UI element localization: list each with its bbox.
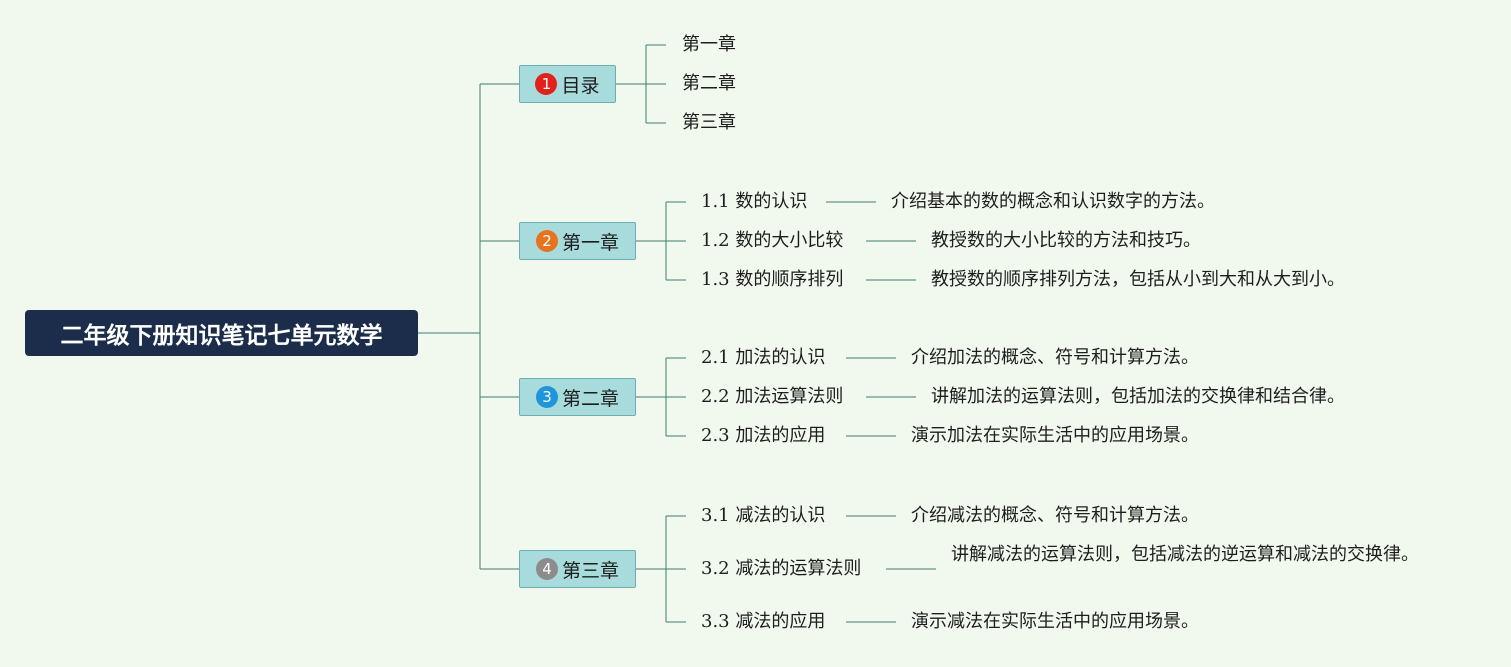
topic-3-2-desc[interactable]: 讲解减法的运算法则，包括减法的逆运算和减法的交换律。	[951, 544, 1419, 565]
branch-chapter-3[interactable]: 4 第三章	[519, 550, 636, 588]
topic-1-1-desc[interactable]: 介绍基本的数的概念和认识数字的方法。	[891, 191, 1215, 212]
badge-2-icon: 2	[535, 230, 558, 252]
topic-3-3[interactable]: 3.3 减法的应用	[701, 611, 826, 632]
root-topic[interactable]: 二年级下册知识笔记七单元数学	[25, 310, 418, 356]
topic-2-2-desc[interactable]: 讲解加法的运算法则，包括加法的交换律和结合律。	[931, 386, 1345, 407]
root-title: 二年级下册知识笔记七单元数学	[60, 323, 383, 349]
topic-3-1-desc[interactable]: 介绍减法的概念、符号和计算方法。	[911, 505, 1199, 526]
topic-2-1-desc[interactable]: 介绍加法的概念、符号和计算方法。	[911, 347, 1199, 368]
toc-item-chapter-3[interactable]: 第三章	[682, 112, 736, 133]
badge-1-icon: 1	[535, 73, 558, 95]
topic-3-3-desc[interactable]: 演示减法在实际生活中的应用场景。	[911, 611, 1199, 632]
topic-1-3-desc[interactable]: 教授数的顺序排列方法，包括从小到大和从大到小。	[931, 269, 1345, 290]
topic-1-3[interactable]: 1.3 数的顺序排列	[701, 269, 844, 290]
badge-4-icon: 4	[535, 558, 558, 580]
topic-2-3-desc[interactable]: 演示加法在实际生活中的应用场景。	[911, 425, 1199, 446]
topic-3-2[interactable]: 3.2 减法的运算法则	[701, 558, 862, 579]
branch-toc[interactable]: 1 目录	[519, 65, 616, 103]
toc-item-chapter-2[interactable]: 第二章	[682, 73, 736, 94]
topic-2-3[interactable]: 2.3 加法的应用	[701, 425, 826, 446]
badge-3-icon: 3	[535, 386, 558, 408]
topic-1-2-desc[interactable]: 教授数的大小比较的方法和技巧。	[931, 230, 1201, 251]
branch-label: 第二章	[561, 387, 619, 410]
toc-item-chapter-1[interactable]: 第一章	[682, 34, 736, 55]
branch-chapter-1[interactable]: 2 第一章	[519, 222, 636, 260]
topic-3-1[interactable]: 3.1 减法的认识	[701, 505, 826, 526]
topic-2-2[interactable]: 2.2 加法运算法则	[701, 386, 844, 407]
branch-label: 第一章	[561, 231, 619, 254]
branch-chapter-2[interactable]: 3 第二章	[519, 378, 636, 416]
branch-label: 目录	[561, 74, 600, 97]
topic-1-2[interactable]: 1.2 数的大小比较	[701, 230, 844, 251]
topic-1-1[interactable]: 1.1 数的认识	[701, 191, 808, 212]
topic-2-1[interactable]: 2.1 加法的认识	[701, 347, 826, 368]
branch-label: 第三章	[561, 559, 619, 582]
